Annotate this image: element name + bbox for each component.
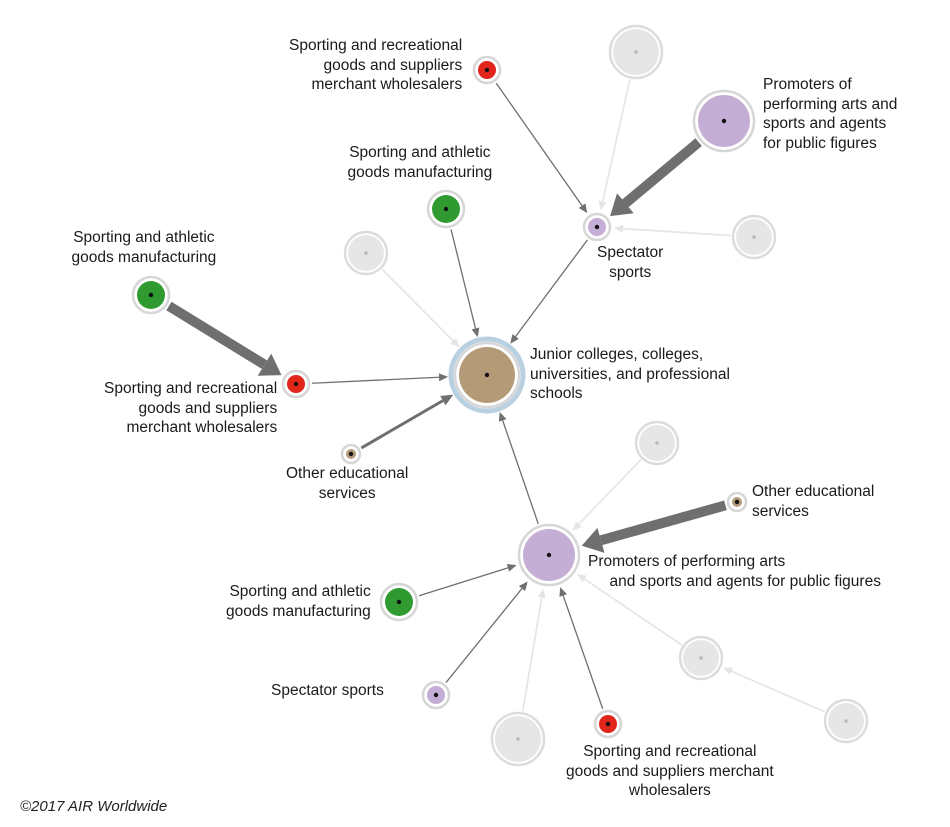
node-other-edu-right[interactable]: [726, 491, 748, 513]
node-label-manufacturing-mid: Sporting and athletic goods manufacturin…: [347, 144, 493, 181]
edge-line: [360, 399, 444, 450]
node-wholesalers-left[interactable]: [281, 369, 311, 399]
edge-line: [521, 597, 543, 712]
arrow-head-icon: [578, 203, 588, 214]
node-spectator-top[interactable]: [582, 212, 612, 242]
edge-line: [578, 459, 642, 525]
edge-faded_7-to-faded_5: [723, 667, 826, 713]
node-label-junior-colleges: Junior colleges, colleges, universities,…: [530, 346, 730, 402]
node-label-manufacturing-left: Sporting and athletic goods manufacturin…: [71, 229, 217, 266]
edge-line: [599, 500, 727, 546]
edge-manufacturing_mid-to-junior_colleges: [450, 229, 480, 338]
node-label-manufacturing-bottom: Sporting and athletic goods manufacturin…: [226, 583, 371, 620]
edge-promoters_bottom-to-junior_colleges: [498, 411, 539, 525]
node-manufacturing-left[interactable]: [131, 275, 171, 315]
node-junior-colleges[interactable]: [448, 336, 526, 414]
edge-line: [601, 79, 631, 202]
node-faded-2[interactable]: [731, 214, 777, 260]
node-other-edu-left[interactable]: [340, 443, 362, 465]
node-label-spectator-top: Spectator sports: [597, 244, 664, 281]
edge-faded_6-to-promoters_bottom: [521, 588, 546, 712]
edge-line: [450, 229, 477, 329]
edge-line: [562, 595, 604, 710]
edge-line: [495, 82, 583, 207]
arrow-head-icon: [498, 411, 507, 422]
edge-manufacturing_bottom-to-promoters_bottom: [418, 564, 517, 597]
edge-manufacturing_left-to-wholesalers_left: [166, 301, 282, 376]
arrow-head-icon: [581, 527, 605, 553]
arrow-head-icon: [438, 373, 449, 382]
node-promoters-top[interactable]: [692, 89, 756, 153]
copyright-text: ©2017 AIR Worldwide: [20, 798, 168, 815]
edge-line: [381, 268, 454, 342]
node-wholesalers-top[interactable]: [472, 55, 502, 85]
edge-line: [166, 301, 268, 369]
node-label-other-edu-left: Other educational services: [286, 465, 409, 502]
edge-faded_1-to-spectator_top: [598, 79, 631, 211]
edge-line: [445, 588, 523, 683]
edge-faded_5-to-promoters_bottom: [577, 574, 683, 646]
node-label-promoters-top: Promoters of performing arts and sports …: [763, 76, 898, 152]
arrow-head-icon: [598, 200, 607, 211]
node-faded-7[interactable]: [823, 698, 869, 744]
edge-line: [418, 567, 509, 597]
edge-line: [584, 578, 683, 646]
edge-other_edu_right-to-promoters_bottom: [581, 500, 727, 553]
node-label-promoters-bottom: Promoters of performing arts and sports …: [588, 553, 881, 590]
node-faded-3[interactable]: [343, 230, 389, 276]
edge-line: [622, 227, 732, 237]
arrow-head-icon: [450, 338, 460, 348]
edge-line: [515, 239, 588, 337]
node-label-other-edu-right: Other educational services: [752, 483, 875, 520]
edge-faded_4-to-promoters_bottom: [572, 459, 642, 531]
edge-wholesalers_top-to-spectator_top: [495, 82, 588, 214]
node-label-spectator-bottom: Spectator sports: [271, 682, 384, 699]
arrow-head-icon: [559, 587, 567, 597]
node-faded-4[interactable]: [634, 420, 680, 466]
nodes-layer: [131, 24, 869, 767]
node-manufacturing-mid[interactable]: [426, 189, 466, 229]
node-wholesalers-bottom[interactable]: [593, 709, 623, 739]
arrow-head-icon: [613, 224, 624, 233]
arrow-head-icon: [723, 667, 733, 675]
arrow-head-icon: [257, 353, 282, 376]
node-spectator-bottom[interactable]: [421, 680, 451, 710]
node-faded-6[interactable]: [490, 711, 546, 767]
edge-spectator_bottom-to-promoters_bottom: [445, 581, 528, 683]
arrow-head-icon: [537, 588, 546, 599]
node-label-wholesalers-top: Sporting and recreational goods and supp…: [289, 37, 463, 93]
node-label-wholesalers-left: Sporting and recreational goods and supp…: [104, 380, 278, 436]
arrow-head-icon: [572, 521, 582, 531]
arrow-head-icon: [510, 334, 519, 344]
arrow-head-icon: [610, 193, 634, 217]
edge-faded_2-to-spectator_top: [613, 224, 732, 237]
edge-faded_3-to-junior_colleges: [381, 268, 460, 348]
edge-line: [311, 376, 440, 384]
edge-line: [622, 138, 702, 208]
node-faded-1[interactable]: [608, 24, 664, 80]
edge-line: [502, 420, 539, 525]
arrow-head-icon: [577, 574, 587, 583]
edge-wholesalers_bottom-to-promoters_bottom: [559, 587, 604, 710]
arrow-head-icon: [518, 581, 528, 591]
edges-layer: [166, 79, 826, 713]
node-faded-5[interactable]: [678, 635, 724, 681]
edge-promoters_top-to-spectator_top: [610, 138, 702, 217]
arrow-head-icon: [506, 564, 517, 572]
node-label-wholesalers-bottom: Sporting and recreational goods and supp…: [566, 743, 774, 799]
node-manufacturing-bottom[interactable]: [379, 582, 419, 622]
edge-wholesalers_left-to-junior_colleges: [311, 373, 449, 384]
edge-spectator_top-to-junior_colleges: [510, 239, 588, 344]
edge-line: [730, 670, 826, 713]
arrow-head-icon: [440, 394, 454, 406]
node-promoters-bottom[interactable]: [517, 523, 581, 587]
edge-other_edu_left-to-junior_colleges: [360, 394, 454, 450]
arrow-head-icon: [471, 327, 480, 338]
